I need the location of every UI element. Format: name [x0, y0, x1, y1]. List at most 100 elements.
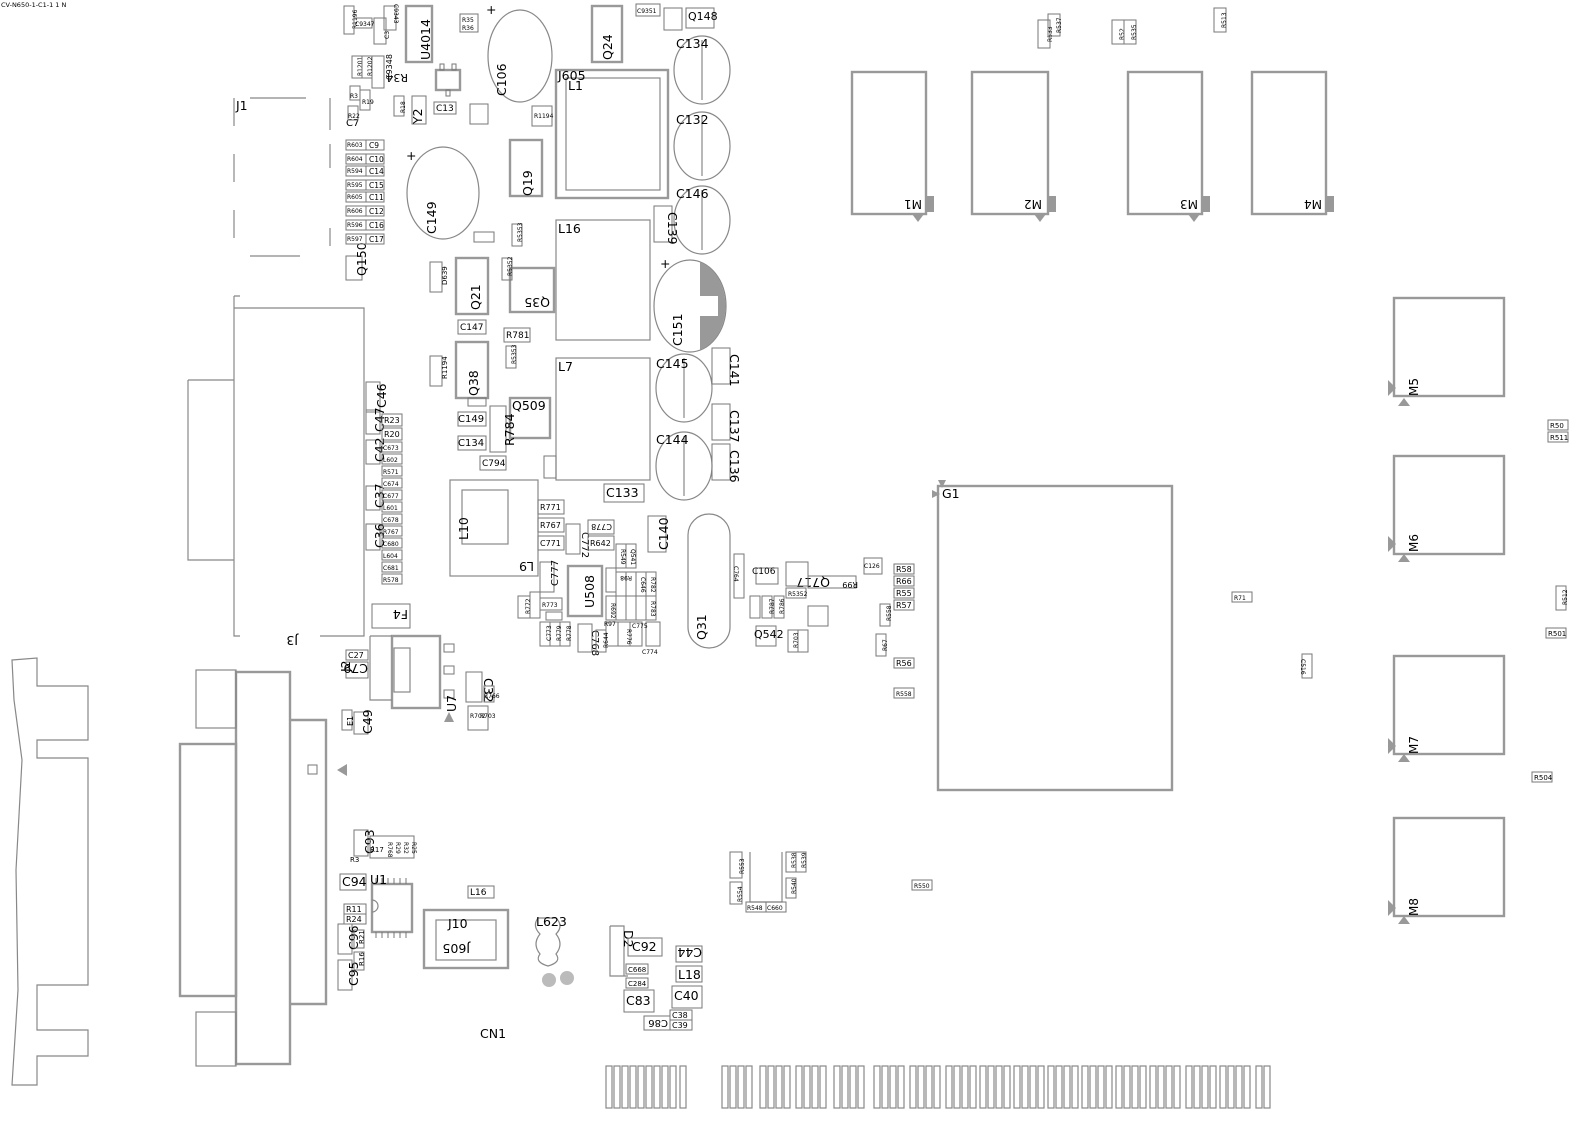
inductor-l18: L623 — [534, 914, 574, 987]
edge-finger — [1243, 1065, 1251, 1109]
cap-c46: C46 — [365, 381, 389, 413]
u1-label: U1 — [370, 872, 387, 887]
edge-finger — [995, 1065, 1003, 1109]
edge-finger — [605, 1065, 613, 1109]
r783-label: Q541 — [629, 549, 636, 565]
edge-finger — [1149, 1065, 1157, 1109]
edge-finger — [1165, 1065, 1173, 1109]
cap-c134: C134 — [673, 35, 731, 105]
cap-c139: C139 — [653, 205, 680, 245]
d2-label: Y2 — [410, 108, 425, 125]
c777-label: C777 — [550, 560, 561, 586]
c49-label: C49 — [360, 709, 375, 734]
module-m3: M3 — [1126, 70, 1210, 222]
r99-label: R786 — [779, 598, 786, 614]
r558-label: R558 — [896, 691, 912, 698]
e1-label: E1 — [346, 716, 355, 726]
edge-finger — [621, 1065, 629, 1109]
c94-label: C94 — [342, 874, 367, 889]
r71-label: R512 — [1562, 589, 1569, 605]
r594-label: R594 — [347, 168, 363, 175]
small-array-j3: R23 R20 C673 L602 R571 C674 C677 L601 C6… — [381, 413, 403, 585]
r778-label: R776 — [625, 629, 632, 645]
c674-label: C674 — [383, 481, 399, 488]
q30-label: Q24 — [600, 34, 615, 60]
c768-label: C768 — [589, 630, 600, 656]
edge-finger — [925, 1065, 933, 1109]
cap-c768: C768 — [577, 623, 600, 656]
q19-label: Q38 — [466, 370, 481, 396]
l601-label: L601 — [383, 505, 398, 512]
module-m8: M8 — [1388, 816, 1506, 924]
cap-c32: C32 — [465, 671, 496, 703]
c40-label: C40 — [674, 988, 699, 1003]
edge-finger — [803, 1065, 811, 1109]
m2-label: M2 — [1024, 197, 1042, 211]
c145-label: C145 — [656, 356, 689, 371]
r548-label: R548 — [747, 905, 763, 912]
edge-finger — [721, 1065, 729, 1109]
cap-c42: C42 — [365, 437, 387, 465]
l9-label: L10 — [456, 517, 471, 540]
r1195-label: C9347 — [355, 21, 375, 28]
edge-finger — [819, 1065, 827, 1109]
edge-finger — [1081, 1065, 1089, 1109]
l7-label: L16 — [558, 221, 581, 236]
svg-text:+: + — [660, 256, 670, 271]
q31-label: Q19 — [520, 170, 535, 196]
edge-finger — [775, 1065, 783, 1109]
c678-label: C678 — [383, 517, 399, 524]
small-array-q35: R5352 R786 R787 C126 C764 R99 R703 — [732, 553, 883, 653]
r56-label: R558 — [886, 605, 893, 621]
r786-label: R5353 — [511, 344, 518, 364]
edge-finger — [679, 1065, 687, 1109]
m8-label: M8 — [1407, 898, 1421, 916]
c144-label: C144 — [656, 432, 689, 447]
small-array-l9: R771 R767 C771 R642 C778 — [537, 499, 615, 551]
edge-finger — [1235, 1065, 1243, 1109]
module-m6: M6 — [1388, 454, 1506, 562]
r701-label: C773 — [546, 625, 553, 641]
c673-label: C673 — [383, 445, 399, 452]
transistor-q717: Q148 — [685, 7, 718, 29]
l18-label: L623 — [536, 914, 567, 929]
c32-label: C32 — [481, 678, 496, 703]
q148-label: C134 — [458, 438, 484, 449]
r538-label: R538 — [791, 852, 798, 868]
r512-label: R504 — [1534, 774, 1553, 782]
r97-label: R703 — [793, 632, 800, 648]
edge-finger — [729, 1065, 737, 1109]
r535-label: R535 — [1131, 24, 1138, 40]
r605-label: R605 — [347, 194, 363, 201]
ic-u4014: U4014 — [404, 4, 434, 64]
r784-label: R784 — [502, 413, 517, 446]
c8-label: R17 — [370, 846, 384, 854]
cap-c95: C95 — [337, 959, 361, 991]
r771-label: R771 — [540, 503, 561, 512]
c794-label: C794 — [482, 459, 506, 469]
r5352-label: R1194 — [441, 356, 449, 379]
transistor-q21: Q509 — [508, 396, 552, 440]
c772-label: C772 — [579, 532, 590, 558]
r766-label: R692 — [609, 603, 616, 619]
cap-c83: C83 — [623, 989, 655, 1013]
edge-finger — [909, 1065, 917, 1109]
r540-label: R540 — [791, 878, 798, 894]
r533-label: R533 — [1047, 26, 1054, 42]
edge-finger — [1063, 1065, 1071, 1109]
c146-label: C146 — [676, 186, 709, 201]
small-array-lb1: C668 C284 C38 C39 — [625, 963, 693, 1031]
edge-finger — [933, 1065, 941, 1109]
edge-finger — [1105, 1065, 1113, 1109]
q38-label: Q542 — [754, 628, 784, 641]
r66-label: R58 — [896, 565, 912, 574]
inductor-l9: L10 L9 — [449, 479, 539, 577]
r781-label: R781 — [506, 331, 529, 341]
c44-label: C44 — [677, 945, 702, 960]
q21-label: Q509 — [512, 398, 546, 413]
cap-c79: C79 — [343, 661, 369, 679]
r606-label: R606 — [347, 208, 363, 215]
c778-label: C778 — [591, 522, 612, 531]
r511-label: R50 — [1550, 422, 1564, 430]
y2-label: Q31 — [694, 614, 709, 640]
